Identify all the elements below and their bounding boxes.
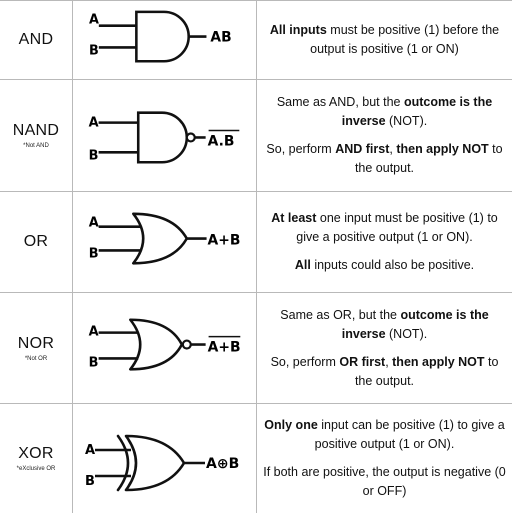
input-b-label: B bbox=[89, 148, 99, 163]
column-divider bbox=[72, 1, 73, 513]
gate-subname: *Not AND bbox=[23, 143, 49, 149]
gate-name: AND bbox=[18, 31, 54, 48]
input-a-label: A bbox=[89, 325, 99, 340]
output-label: A+B bbox=[208, 339, 241, 355]
xor-gate-symbol: A B A⊕B bbox=[73, 404, 256, 513]
gate-name: NAND bbox=[12, 122, 60, 139]
gate-name-cell: NAND *Not AND bbox=[0, 80, 72, 191]
description-paragraph: Same as OR, but the outcome is the inver… bbox=[280, 307, 489, 341]
nor-gate-symbol: A B A+B bbox=[73, 293, 256, 403]
nand-gate-symbol: A B A.B bbox=[73, 80, 256, 191]
emphasis-text: AND first bbox=[335, 142, 390, 156]
nor-gate-body bbox=[129, 318, 184, 371]
input-a-label: A bbox=[85, 443, 95, 458]
gate-name-cell: AND bbox=[0, 1, 72, 79]
description-paragraph: Only one input can be positive (1) to gi… bbox=[264, 418, 505, 451]
nand-gate-body bbox=[136, 111, 189, 164]
gate-name: XOR bbox=[18, 445, 54, 462]
description-paragraph: All inputs could also be positive. bbox=[294, 258, 475, 272]
gate-name: OR bbox=[23, 233, 49, 250]
input-b-label: B bbox=[89, 246, 99, 261]
gate-description: Only one input can be positive (1) to gi… bbox=[257, 404, 512, 513]
or-gate-body bbox=[132, 212, 189, 265]
emphasis-text: All bbox=[294, 258, 311, 272]
emphasis-text: OR first bbox=[339, 354, 386, 369]
output-label: A.B bbox=[208, 133, 235, 149]
or-gate-symbol: A B A+B bbox=[73, 192, 256, 292]
gate-name-cell: XOR *eXclusive OR bbox=[0, 404, 72, 513]
gate-row-xor: XOR *eXclusive OR A B A⊕B Only one input… bbox=[0, 404, 512, 513]
gate-row-or: OR A B A+B At least one input must be po… bbox=[0, 192, 512, 293]
gate-name-cell: NOR *Not OR bbox=[0, 293, 72, 403]
input-b-label: B bbox=[85, 474, 95, 489]
input-a-label: A bbox=[89, 13, 99, 28]
gate-description: At least one input must be positive (1) … bbox=[257, 192, 512, 292]
output-label: AB bbox=[210, 29, 231, 45]
input-b-label: B bbox=[89, 43, 99, 58]
gate-row-nor: NOR *Not OR A B A+B Same as OR, but the … bbox=[0, 293, 512, 404]
description-paragraph: So, perform AND first, then apply NOT to… bbox=[266, 142, 503, 175]
description-paragraph: At least one input must be positive (1) … bbox=[271, 211, 498, 244]
input-a-label: A bbox=[89, 116, 99, 131]
description-paragraph: Same as AND, but the outcome is the inve… bbox=[276, 95, 493, 128]
emphasis-text: outcome is the inverse bbox=[341, 95, 493, 128]
output-label: A+B bbox=[208, 232, 241, 248]
gate-row-and: AND A B AB All inputs must be positive (… bbox=[0, 1, 512, 80]
emphasis-text: then apply NOT bbox=[392, 354, 485, 369]
gate-subname: *eXclusive OR bbox=[16, 466, 56, 472]
inversion-bubble bbox=[185, 132, 196, 143]
description-paragraph: So, perform OR first, then apply NOT to … bbox=[270, 354, 499, 388]
column-divider bbox=[256, 1, 257, 513]
xor-extra-curve bbox=[116, 434, 130, 492]
gate-description: All inputs must be positive (1) before t… bbox=[257, 1, 512, 79]
emphasis-text: then apply NOT bbox=[396, 142, 489, 156]
gate-subname: *Not OR bbox=[24, 355, 48, 362]
input-a-label: A bbox=[89, 216, 99, 231]
emphasis-text: outcome is the inverse bbox=[341, 307, 489, 341]
gate-name: NOR bbox=[17, 334, 55, 352]
description-paragraph: All inputs must be positive (1) before t… bbox=[269, 23, 500, 56]
and-gate-symbol: A B AB bbox=[73, 1, 256, 79]
inversion-bubble bbox=[181, 339, 192, 350]
xor-gate-body bbox=[124, 434, 186, 492]
gate-name-cell: OR bbox=[0, 192, 72, 292]
and-gate-body bbox=[135, 10, 190, 63]
gate-row-nand: NAND *Not AND A B A.B Same as AND, but t… bbox=[0, 80, 512, 192]
gate-description: Same as AND, but the outcome is the inve… bbox=[257, 80, 512, 191]
emphasis-text: All inputs bbox=[269, 23, 327, 37]
description-paragraph: If both are positive, the output is nega… bbox=[263, 465, 506, 498]
output-label: A⊕B bbox=[206, 456, 239, 472]
gate-description: Same as OR, but the outcome is the inver… bbox=[257, 293, 512, 403]
emphasis-text: Only one bbox=[264, 418, 318, 432]
input-b-label: B bbox=[89, 355, 99, 370]
emphasis-text: At least bbox=[271, 211, 317, 225]
